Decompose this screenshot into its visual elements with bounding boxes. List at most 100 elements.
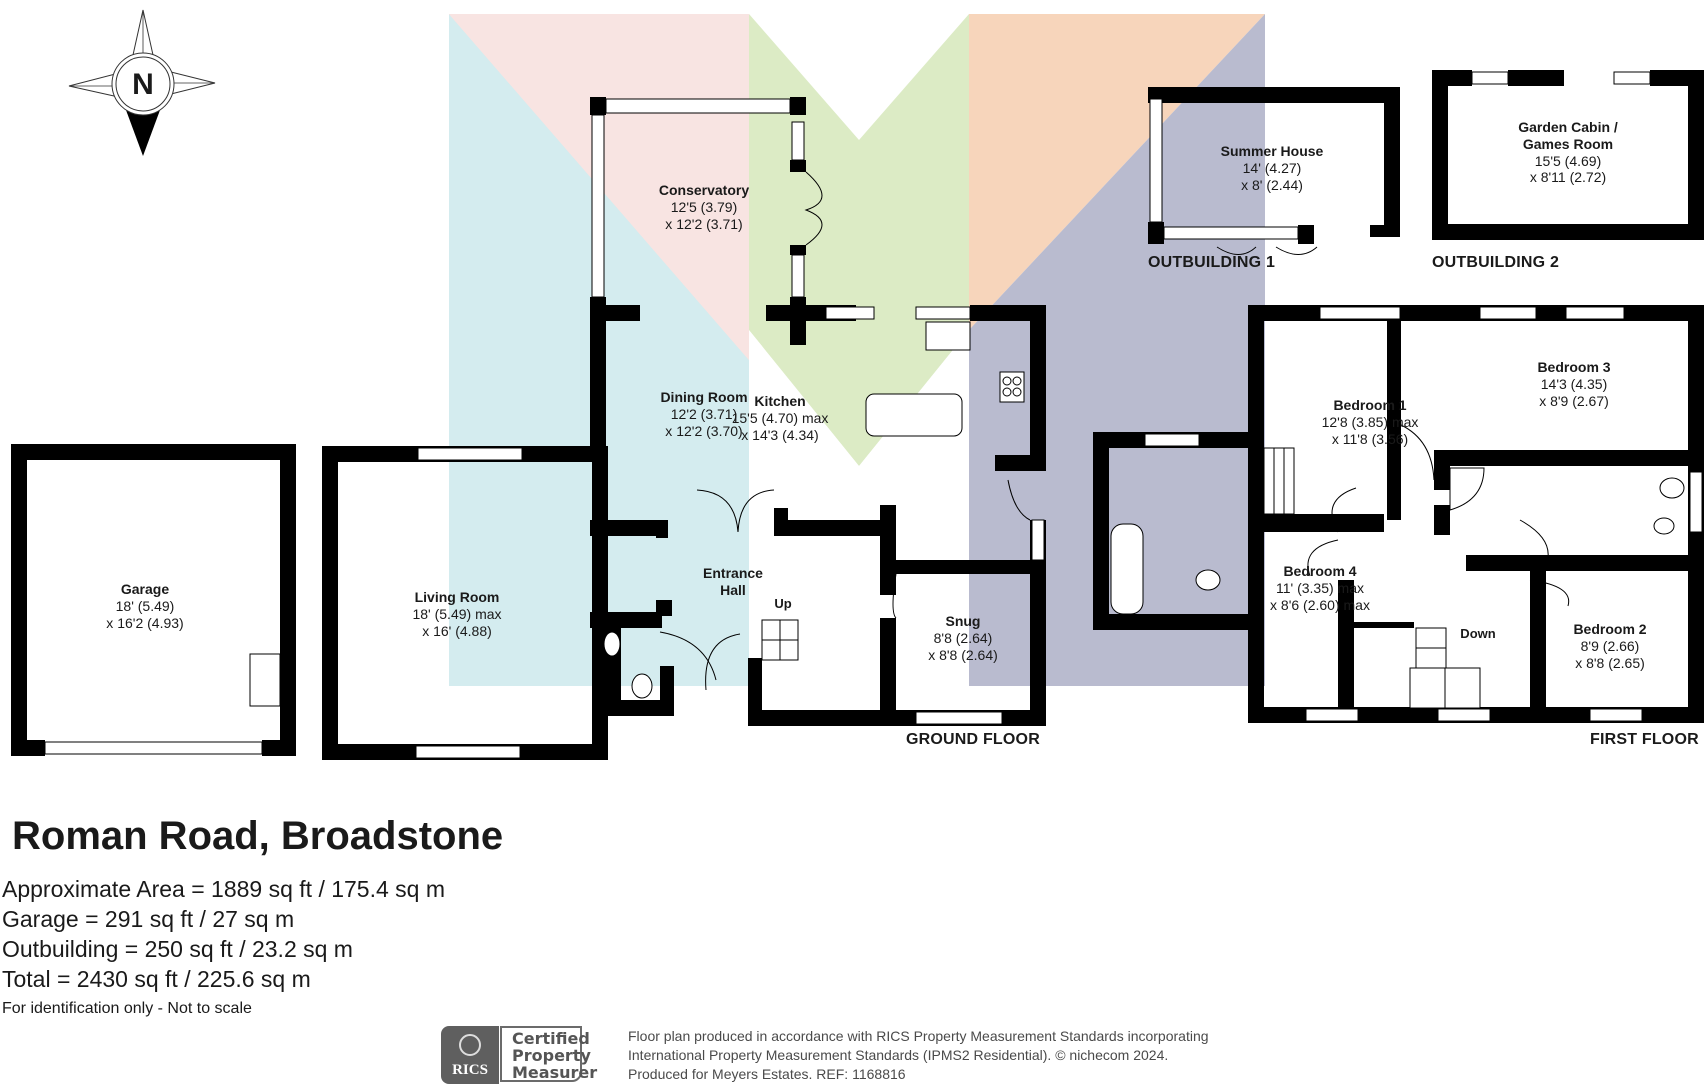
door-arc: [705, 633, 741, 691]
room-name: Entrance: [703, 565, 763, 581]
room-name: Garage: [120, 581, 170, 597]
garden-cabin-walls: [1432, 70, 1704, 240]
rics-logo: RICS: [441, 1026, 499, 1084]
room-dim: 12'8 (3.85) max: [1321, 413, 1419, 430]
room-name-2: Hall: [720, 581, 746, 598]
window: [1479, 306, 1537, 320]
room-dim: 8'8 (2.64): [933, 629, 993, 646]
window: [791, 254, 805, 298]
wc-basin: [1195, 569, 1221, 591]
room-dim: 11' (3.35) max: [1275, 579, 1364, 596]
room-dim: 12'5 (3.79): [670, 198, 738, 215]
garage-sink: [249, 653, 281, 707]
room-name: Living Room: [414, 589, 500, 605]
room-dim: 8'9 (2.66): [1580, 637, 1640, 654]
window: [1319, 306, 1401, 320]
room-dim: x 16'2 (4.93): [106, 614, 184, 631]
area-approximate: Approximate Area = 1889 sq ft / 175.4 sq…: [2, 876, 446, 902]
room-name-2: Games Room: [1522, 135, 1614, 152]
room-name: Bedroom 2: [1573, 621, 1647, 637]
window: [1689, 471, 1703, 533]
window: [1471, 71, 1509, 85]
door-arc: [1007, 479, 1031, 521]
room-name: Bedroom 4: [1283, 563, 1357, 579]
room-dim: x 8'9 (2.67): [1539, 392, 1609, 409]
credit-text: Floor plan produced in accordance with R…: [628, 1027, 1209, 1084]
door-arc: [696, 489, 775, 533]
window: [1565, 306, 1625, 320]
room-label-bedroom-3: Bedroom 3 14'3 (4.35) x 8'9 (2.67): [1537, 359, 1610, 409]
window: [1437, 708, 1491, 722]
basin: [603, 631, 621, 657]
room-label-summer-house: Summer House 14' (4.27) x 8' (2.44): [1221, 143, 1324, 193]
room-label-conservatory: Conservatory 12'5 (3.79) x 12'2 (3.71): [659, 182, 749, 232]
window: [1149, 98, 1163, 223]
room-dim: x 12'2 (3.70): [665, 422, 743, 439]
door-arc: [659, 631, 717, 681]
window: [417, 447, 523, 461]
white-notch: [749, 14, 969, 140]
stairs-down-label: Down: [1460, 626, 1496, 641]
badge-line: Measurer: [512, 1063, 598, 1082]
door-arc: [1216, 246, 1318, 255]
door-arc: [1519, 519, 1549, 566]
door-arc: [1529, 579, 1570, 607]
room-label-bedroom-2: Bedroom 2 8'9 (2.66) x 8'8 (2.65): [1573, 621, 1646, 671]
window: [1163, 226, 1299, 240]
compass-south-point: [123, 102, 163, 156]
door-arc: [1400, 424, 1435, 481]
compass-north-label: N: [132, 68, 154, 101]
room-name: Bedroom 3: [1537, 359, 1611, 375]
room-dim: x 8' (2.44): [1241, 176, 1303, 193]
credit-line: Floor plan produced in accordance with R…: [628, 1028, 1209, 1044]
room-name: Garden Cabin /: [1518, 119, 1618, 135]
room-label-kitchen: Kitchen 15'5 (4.70) max x 14'3 (4.34): [732, 393, 829, 443]
room-name: Snug: [945, 613, 981, 629]
rics-logo-text: RICS: [452, 1062, 488, 1078]
room-dim: x 8'6 (2.60) max: [1270, 596, 1370, 613]
window: [415, 745, 521, 759]
kitchen-island: [865, 393, 963, 437]
room-dim: 18' (5.49): [115, 597, 175, 614]
stairs-up-label: Up: [774, 596, 792, 611]
shower-tray: [1449, 467, 1485, 511]
room-name: Bedroom 1: [1333, 397, 1407, 413]
garage-walls: [11, 444, 296, 756]
room-dim: 18' (5.49) max: [412, 605, 502, 622]
credit-line: Produced for Meyers Estates. REF: 116881…: [628, 1066, 906, 1082]
badge-line: Certified: [512, 1029, 590, 1048]
compass-rose: [68, 9, 216, 156]
door-arc: [1307, 539, 1339, 577]
windows: [44, 71, 1703, 759]
window: [1031, 519, 1045, 561]
fixtures: [249, 321, 1685, 707]
door-arc: [892, 573, 897, 619]
floor-label-outbuilding-2: OUTBUILDING 2: [1432, 254, 1560, 271]
window: [825, 306, 875, 320]
room-dim: x 16' (4.88): [422, 622, 492, 639]
ensuite-toilet: [1653, 517, 1675, 535]
kitchen-sink: [925, 321, 971, 351]
white-lower-left: [749, 330, 859, 466]
room-name: Conservatory: [658, 182, 750, 198]
doors: [659, 171, 1570, 691]
room-dim: 14' (4.27): [1242, 159, 1302, 176]
room-dim: x 14'3 (4.34): [741, 426, 819, 443]
room-dim: 15'5 (4.69): [1534, 152, 1602, 169]
door-arc: [804, 171, 823, 246]
room-label-bedroom-1: Bedroom 1 12'8 (3.85) max x 11'8 (3.56): [1322, 397, 1419, 447]
badge-line: Property: [512, 1046, 591, 1065]
area-garage: Garage = 291 sq ft / 27 sq m: [2, 906, 295, 932]
area-total: Total = 2430 sq ft / 225.6 sq m: [2, 966, 311, 992]
credit-line: International Property Measurement Stand…: [628, 1047, 1169, 1063]
area-outbuilding: Outbuilding = 250 sq ft / 23.2 sq m: [2, 936, 353, 962]
window: [44, 741, 263, 755]
room-dim: x 8'8 (2.65): [1575, 654, 1645, 671]
floor-label-first: FIRST FLOOR: [1590, 731, 1699, 748]
room-dim: 12'2 (3.71): [670, 405, 738, 422]
room-name: Summer House: [1220, 143, 1324, 159]
room-label-snug: Snug 8'8 (2.64) x 8'8 (2.64): [928, 613, 998, 663]
bath: [1110, 523, 1144, 615]
window: [1305, 708, 1359, 722]
room-dim: x 8'8 (2.64): [928, 646, 998, 663]
